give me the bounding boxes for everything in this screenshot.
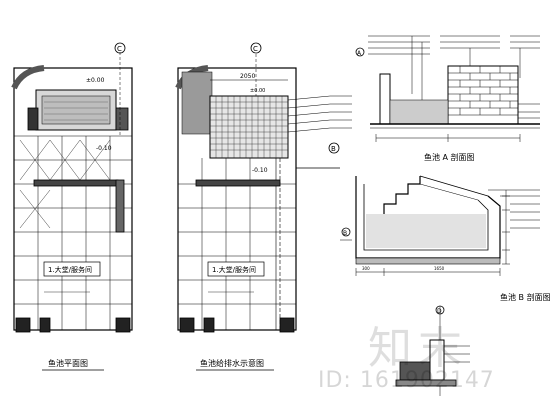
supply-room-label: 1.大堂/服务间 [212,265,256,274]
section-a-pebbles [389,99,449,125]
section-a-brick-wall [447,65,519,125]
supply-base-block-left [179,317,195,333]
supply-outline [177,67,297,331]
fish-pond-water-supply: C 2050 ±0.00 -0.10 B 1.大堂/服务 [175,42,352,333]
supply-leaders [287,95,352,133]
supply-axis-mark: C [253,45,258,53]
section-b-base-slab [355,257,501,265]
section-b-marker [341,227,351,237]
section-b-dim-2: 1650 [434,266,445,271]
plan-level-top: ±0.00 [86,77,105,84]
supply-level-mid: -0.10 [252,167,268,174]
watermark-id: ID: 161902147 [318,368,495,393]
plan-column-right [115,179,125,233]
plan-room-label-box [43,261,101,277]
section-b-basin-inner [363,184,489,251]
supply-base-block-mid [203,317,215,333]
section-b: B 300 1650 [340,175,540,276]
watermark-site: 知末 [368,323,468,374]
section-a-brick-pattern [448,66,518,116]
plan-caption: 鱼池平面图 [48,358,88,368]
section-a-mark: A [357,50,362,57]
section-b-stairs [383,176,421,214]
supply-pipe-grid [210,96,288,158]
plan-pond-pebble-left [27,107,39,131]
plan-pond-water [41,95,111,125]
plan-inner-wall [33,179,119,187]
supply-base-block-right [279,317,295,333]
section-a-caption: 鱼池 A 剖面图 [424,152,475,162]
section-a-marker [355,47,365,57]
plan-curved-wall [11,65,45,90]
supply-side-marker [328,142,340,154]
plan-room-label: 1.大堂/服务间 [48,265,92,274]
supply-caption: 鱼池给排水示意图 [200,358,264,368]
section-b-caption: 鱼池 B 剖面图 [500,292,551,302]
supply-room-label-box [207,261,265,277]
supply-level-top: ±0.00 [250,88,265,94]
section-b-dim-1: 300 [362,266,370,271]
plan-axis-marker [114,42,126,54]
supply-side-mark: B [331,145,336,153]
plan-pond-pebble-right [115,107,129,131]
plan-base-block-right [115,317,131,333]
plan-base-block-mid [39,317,51,333]
section-a-left-column [379,73,391,125]
section-b-water [366,214,486,248]
supply-axis-marker [250,42,262,54]
plan-axis-mark: C [117,45,122,53]
supply-inner-wall [195,179,281,187]
detail-marker [435,305,445,315]
supply-pond [209,95,289,159]
plan-base-block-left [15,317,31,333]
supply-dim-top: 2050 [240,73,255,80]
detail-mark: D [437,308,442,315]
detail-section: D [395,305,470,396]
section-a: A [355,35,540,142]
section-b-mark: B [343,230,347,237]
detail-slab [395,379,457,387]
plan-tile-grid [14,135,132,330]
fish-pond-plan: C ±0.00 -0.10 1.大堂/服务间 [11,42,133,333]
plan-outline [13,67,133,331]
supply-pebble-area [181,71,213,135]
